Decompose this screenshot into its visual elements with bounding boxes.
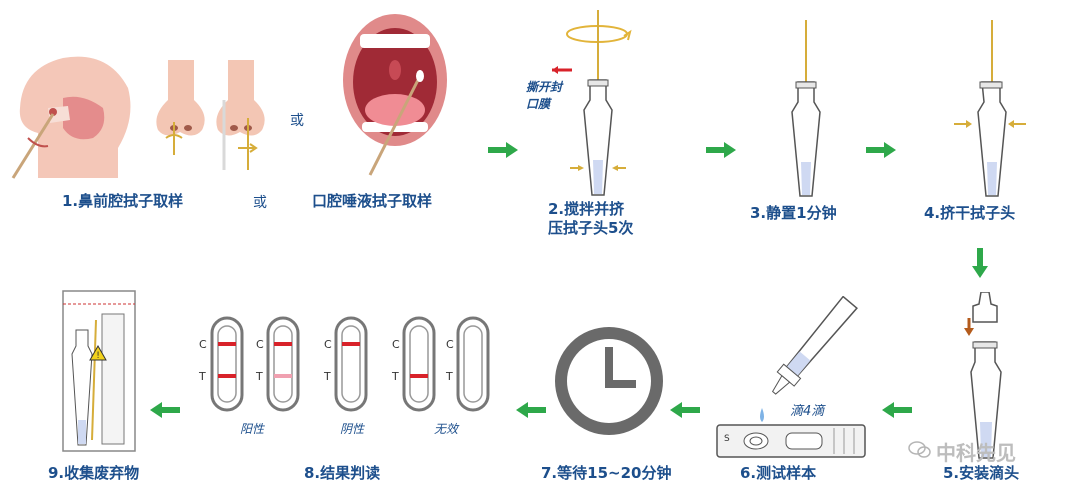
t-label-3: T [324,370,331,383]
step9-caption: 9.收集废弃物 [48,464,140,482]
arrow-right-2 [706,142,736,158]
positive-label: 阳性 [240,422,265,436]
step6-caption: 6.测试样本 [740,464,817,482]
c-label-3: C [324,338,332,351]
wechat-icon [908,440,932,460]
clock-icon [554,326,664,436]
c-label-2: C [256,338,264,351]
or-connector-top: 或 [290,113,304,129]
extraction-tube-with-nozzle [955,292,1015,462]
step3-caption: 3.静置1分钟 [750,204,837,222]
tear-seal-label: 撕开封 口膜 [526,80,563,111]
step4-caption: 4.挤干拭子头 [924,204,1016,222]
t-label-2: T [256,370,263,383]
step5-caption: 5.安装滴头 [943,464,1020,482]
drop-count-label: 滴4滴 [790,404,825,419]
watermark-text: 中科先见 [936,441,1016,465]
or-connector-bottom: 或 [253,195,267,211]
step1-caption: 1.鼻前腔拭子取样 [62,192,184,210]
negative-label: 阴性 [340,422,365,436]
nose-swab-illustration-2 [210,60,272,170]
waste-bag-illustration: ! [62,290,136,452]
cassette-sample-mark: S [724,434,730,444]
step1-alt-caption: 口腔唾液拭子取样 [312,192,433,210]
extraction-tube-squeeze [950,20,1030,200]
nose-swab-illustration-1 [150,60,212,155]
t-label-1: T [199,370,206,383]
step2-caption: 2.搅拌并挤 压拭子头5次 [548,200,634,237]
c-label-4: C [392,338,400,351]
nasal-head-illustration [8,38,138,188]
arrow-right-3 [866,142,896,158]
arrow-left-1 [882,402,912,418]
arrow-left-3 [516,402,546,418]
dropper-tube-tilted [740,296,870,431]
t-label-5: T [446,370,453,383]
mouth-swab-illustration [340,10,450,180]
arrow-left-4 [150,402,180,418]
extraction-tube-rest [780,20,830,200]
result-strips [196,316,496,416]
t-label-4: T [392,370,399,383]
c-label-5: C [446,338,454,351]
step7-caption: 7.等待15~20分钟 [541,464,672,482]
c-label-1: C [199,338,207,351]
step8-caption: 8.结果判读 [304,464,381,482]
arrow-right-1 [488,142,518,158]
svg-text:!: ! [96,351,100,361]
invalid-label: 无效 [434,422,459,436]
arrow-left-2 [670,402,700,418]
extraction-tube-stir [552,10,642,200]
test-cassette [716,424,866,458]
arrow-down [972,248,988,278]
